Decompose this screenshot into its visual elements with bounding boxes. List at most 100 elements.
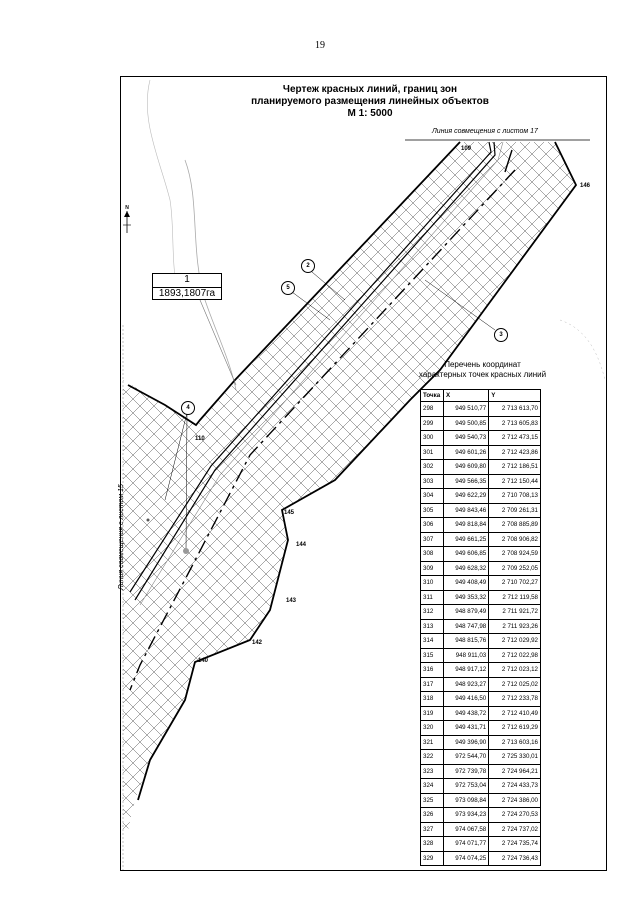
cell-x: 949 500,85 bbox=[442, 415, 490, 431]
cell-point: 304 bbox=[420, 488, 444, 504]
cell-y: 2 713 605,83 bbox=[488, 415, 541, 431]
table-header-row: Точка X Y bbox=[420, 389, 541, 402]
cell-point: 324 bbox=[420, 778, 444, 794]
cell-point: 302 bbox=[420, 459, 444, 475]
cell-y: 2 712 029,92 bbox=[488, 633, 541, 649]
cell-point: 306 bbox=[420, 517, 444, 533]
cell-y: 2 712 022,98 bbox=[488, 647, 541, 663]
cell-x: 948 879,49 bbox=[442, 604, 490, 620]
cell-x: 948 815,76 bbox=[442, 633, 490, 649]
cell-point: 301 bbox=[420, 444, 444, 460]
cell-x: 949 396,90 bbox=[442, 734, 490, 750]
cell-y: 2 710 708,13 bbox=[488, 488, 541, 504]
cell-point: 322 bbox=[420, 749, 444, 765]
sheet-match-left: Линия совмещения с листом 15 bbox=[118, 484, 125, 590]
col-header-x: X bbox=[442, 389, 490, 402]
red-line-lower bbox=[137, 141, 578, 801]
cell-x: 949 843,46 bbox=[442, 502, 490, 518]
cell-x: 972 544,70 bbox=[442, 749, 490, 765]
cell-x: 949 408,49 bbox=[442, 575, 490, 591]
cell-x: 974 071,77 bbox=[442, 836, 490, 852]
cell-point: 328 bbox=[420, 836, 444, 852]
cell-y: 2 708 924,59 bbox=[488, 546, 541, 562]
cell-x: 972 739,78 bbox=[442, 763, 490, 779]
cell-x: 949 628,32 bbox=[442, 560, 490, 576]
cell-x: 973 098,84 bbox=[442, 792, 490, 808]
cell-y: 2 710 702,27 bbox=[488, 575, 541, 591]
cell-x: 949 609,80 bbox=[442, 459, 490, 475]
coordinate-table-title: Перечень координат характерных точек кра… bbox=[395, 360, 570, 380]
cell-y: 2 712 023,12 bbox=[488, 662, 541, 678]
north-arrow-icon: N bbox=[122, 205, 132, 235]
cell-point: 305 bbox=[420, 502, 444, 518]
cell-point: 325 bbox=[420, 792, 444, 808]
cell-x: 974 067,58 bbox=[442, 821, 490, 837]
cell-y: 2 708 906,82 bbox=[488, 531, 541, 547]
cell-x: 948 923,27 bbox=[442, 676, 490, 692]
point-label: 144 bbox=[296, 542, 307, 548]
cell-point: 326 bbox=[420, 807, 444, 823]
point-label: 146 bbox=[580, 183, 591, 189]
zone-number: 1 bbox=[153, 274, 221, 288]
cell-x: 949 622,29 bbox=[442, 488, 490, 504]
cell-y: 2 712 119,58 bbox=[488, 589, 541, 605]
cell-y: 2 724 433,73 bbox=[488, 778, 541, 794]
zone-label-box: 1 1893,1807га bbox=[152, 273, 222, 300]
cell-point: 327 bbox=[420, 821, 444, 837]
cell-point: 320 bbox=[420, 720, 444, 736]
red-line-upper bbox=[127, 141, 461, 427]
point-label: 140 bbox=[198, 658, 209, 664]
cell-point: 308 bbox=[420, 546, 444, 562]
cell-point: 313 bbox=[420, 618, 444, 634]
cell-x: 949 510,77 bbox=[442, 401, 490, 417]
cell-point: 311 bbox=[420, 589, 444, 605]
cell-x: 973 934,23 bbox=[442, 807, 490, 823]
zone-polygon bbox=[123, 142, 576, 830]
cell-y: 2 724 270,53 bbox=[488, 807, 541, 823]
cell-x: 948 911,03 bbox=[442, 647, 490, 663]
page-number: 19 bbox=[315, 40, 325, 51]
callout-marker: 2 bbox=[301, 259, 315, 273]
cell-y: 2 724 736,43 bbox=[488, 850, 541, 866]
drawing-frame bbox=[120, 76, 607, 871]
cell-x: 949 438,72 bbox=[442, 705, 490, 721]
cell-y: 2 724 386,00 bbox=[488, 792, 541, 808]
cell-point: 309 bbox=[420, 560, 444, 576]
cell-y: 2 712 410,49 bbox=[488, 705, 541, 721]
cell-y: 2 713 613,70 bbox=[488, 401, 541, 417]
cell-x: 949 566,35 bbox=[442, 473, 490, 489]
callout-marker: 4 bbox=[181, 401, 195, 415]
cell-point: 303 bbox=[420, 473, 444, 489]
map-title-line2: планируемого размещения линейных объекто… bbox=[251, 96, 489, 107]
cell-x: 949 416,50 bbox=[442, 691, 490, 707]
cell-y: 2 725 330,01 bbox=[488, 749, 541, 765]
cell-point: 317 bbox=[420, 676, 444, 692]
point-label: 145 bbox=[284, 510, 295, 516]
cell-y: 2 712 473,15 bbox=[488, 430, 541, 446]
cell-x: 949 431,71 bbox=[442, 720, 490, 736]
cell-y: 2 712 025,02 bbox=[488, 676, 541, 692]
cell-y: 2 708 885,89 bbox=[488, 517, 541, 533]
north-label: N bbox=[125, 205, 129, 211]
